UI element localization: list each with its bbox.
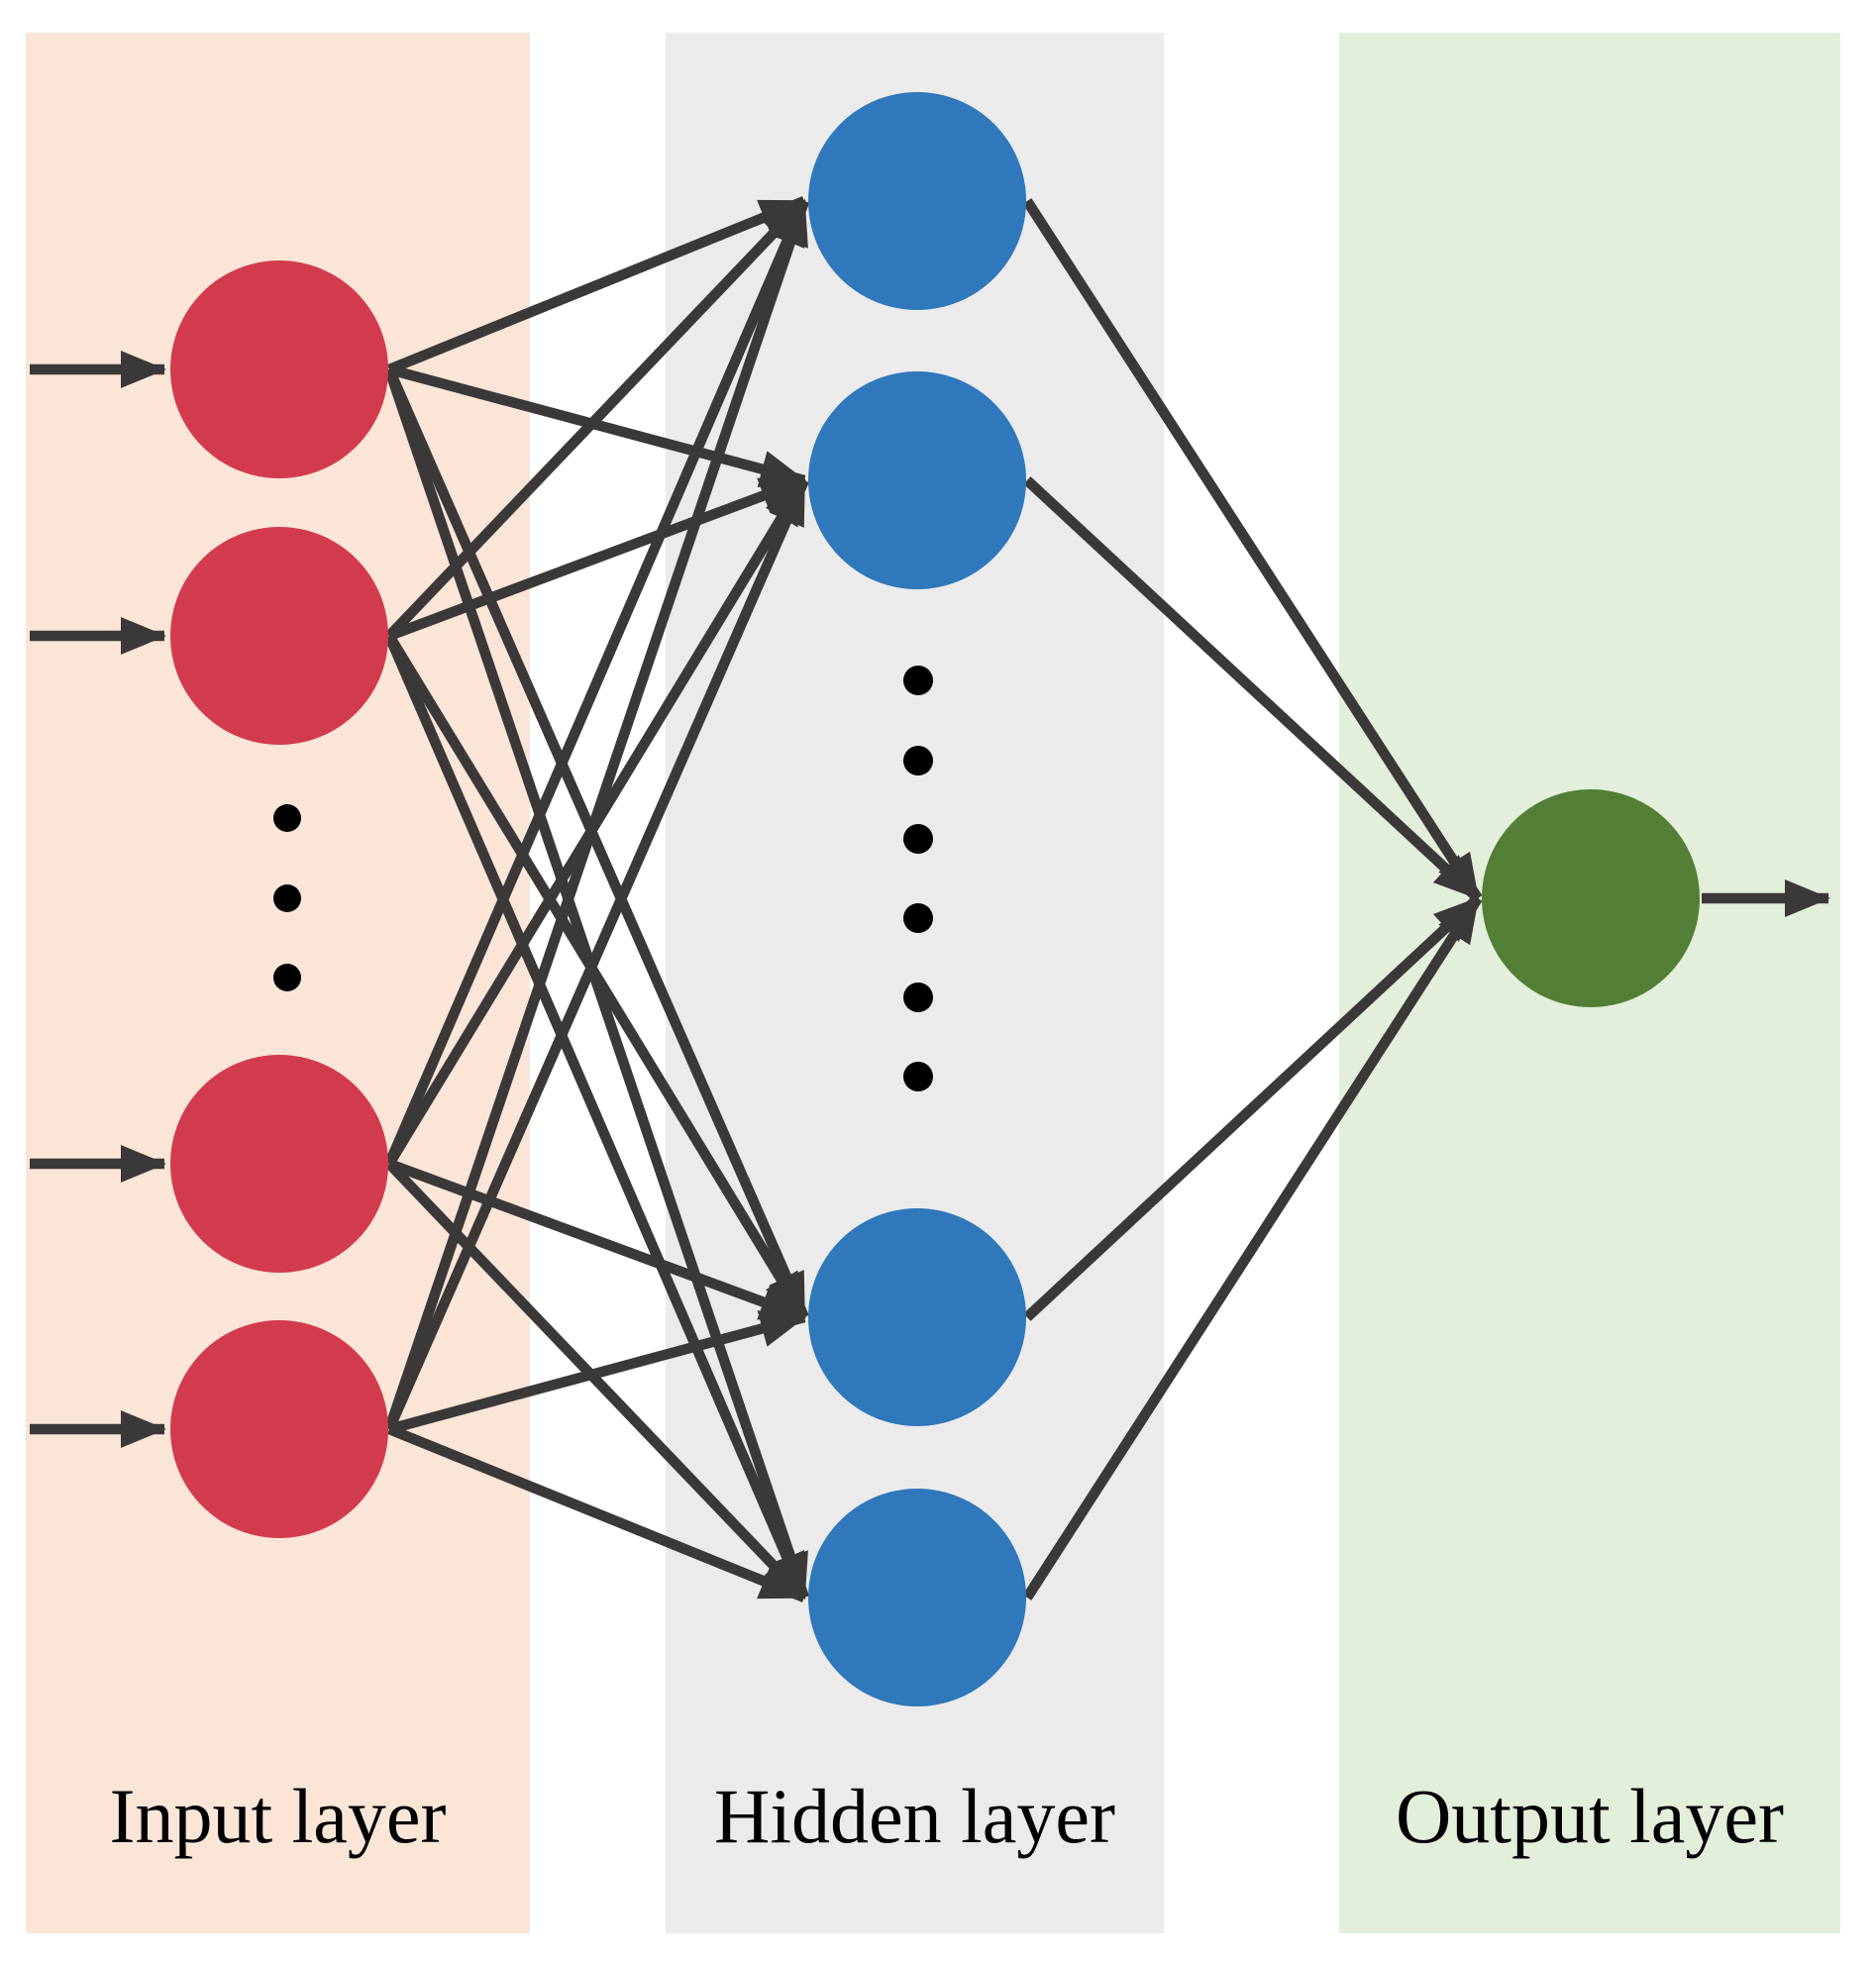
hidden-ellipsis-dot-5 (903, 982, 933, 1012)
edge-input2-hidden1 (385, 197, 808, 640)
input-ellipsis-dot-3 (273, 964, 301, 991)
edge-hidden2-output1 (1023, 476, 1482, 902)
input-node-4 (170, 1320, 388, 1538)
edge-input2-hidden2 (387, 475, 806, 641)
hidden-ellipsis-dot-4 (903, 903, 933, 933)
hidden-node-1 (808, 92, 1026, 310)
hidden-ellipsis-dot-3 (903, 824, 933, 854)
edge-hidden1-output1 (1022, 198, 1483, 901)
hidden-ellipsis-dot-6 (903, 1062, 933, 1091)
input-ellipsis-dot-1 (273, 804, 301, 832)
output-node-1 (1482, 789, 1700, 1007)
input-node-2 (170, 527, 388, 745)
edge-input2-hidden3 (384, 633, 809, 1320)
edge-input4-hidden3 (387, 1310, 806, 1435)
edge-input1-hidden1 (387, 196, 806, 374)
edge-input2-hidden4 (384, 633, 809, 1601)
hidden-node-4 (808, 1489, 1026, 1706)
edge-input4-hidden4 (387, 1424, 806, 1602)
input-node-1 (170, 260, 388, 478)
edge-input1-hidden3 (384, 366, 809, 1320)
edge-hidden3-output1 (1023, 894, 1482, 1321)
hidden-node-2 (808, 371, 1026, 589)
edge-input3-hidden3 (387, 1159, 806, 1322)
edge-input3-hidden1 (384, 198, 809, 1167)
input-node-3 (170, 1055, 388, 1273)
hidden-ellipsis-dot-1 (903, 666, 933, 695)
edge-input4-hidden2 (384, 477, 809, 1432)
hidden-layer-label: Hidden layer (713, 1773, 1115, 1859)
edge-hidden4-output1 (1022, 895, 1483, 1601)
edge-input4-hidden1 (384, 199, 809, 1431)
output-layer-label: Output layer (1395, 1773, 1785, 1859)
hidden-node-3 (808, 1208, 1026, 1426)
hidden-ellipsis-dot-2 (903, 746, 933, 775)
input-layer-label: Input layer (109, 1773, 447, 1859)
input-ellipsis-dot-2 (273, 884, 301, 912)
